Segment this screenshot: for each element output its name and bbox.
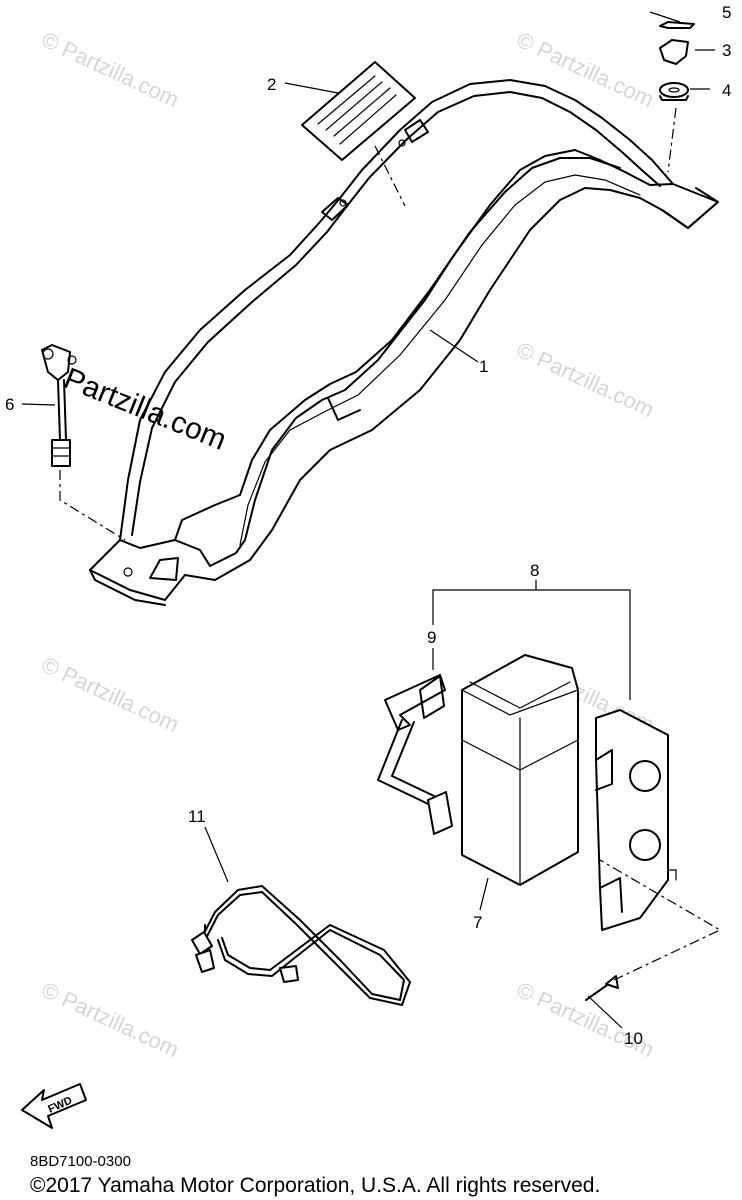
battery-part-7 [461,654,579,886]
fender-part-1 [89,79,719,606]
wire-part-11 [191,826,411,1006]
label-part-2 [301,61,416,207]
watermark-logo: Partzilla.com [59,362,231,457]
bolt-part-6 [41,344,126,541]
watermark: © Partzilla.com [38,652,183,737]
callout-1: 1 [479,357,488,376]
callout-6: 6 [5,395,14,414]
callout-3: 3 [722,41,731,60]
callout-5: 5 [722,3,731,22]
strap-part-9 [377,674,453,835]
callout-8: 8 [530,561,539,580]
callout-2: 2 [267,75,276,94]
callout-7: 7 [473,913,482,932]
group-bracket-8 [432,580,631,700]
callouts: 1 2 3 4 5 6 7 8 9 10 11 [5,3,731,1048]
diagram-code: 8BD7100-0300 [30,1153,131,1170]
watermark: © Partzilla.com [513,977,658,1062]
callout-9: 9 [427,628,436,647]
watermark: © Partzilla.com [38,27,183,112]
watermark: © Partzilla.com [513,27,658,112]
watermark: © Partzilla.com [513,337,658,422]
callout-11: 11 [188,807,206,826]
copyright: ©2017 Yamaha Motor Corporation, U.S.A. A… [30,1174,600,1197]
leader-lines [21,11,715,1029]
fastener-parts [659,21,695,173]
callout-4: 4 [722,81,731,100]
battery-bracket [595,709,677,931]
watermark: © Partzilla.com [38,977,183,1062]
fwd-arrow-icon: FWD [21,1083,87,1129]
callout-10: 10 [624,1029,643,1048]
